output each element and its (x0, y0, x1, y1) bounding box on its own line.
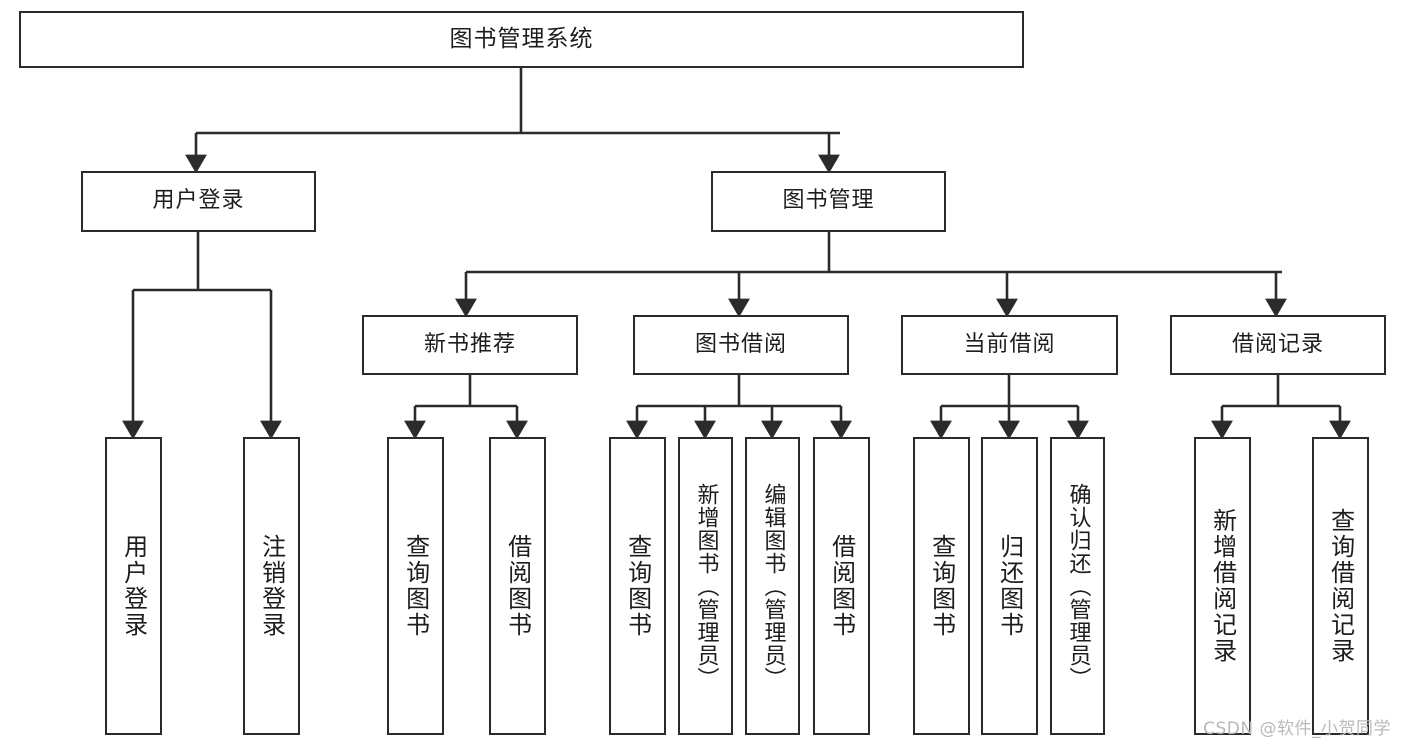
edges-root-to-level1 (185, 68, 840, 174)
edges-book-manage-to-level2 (455, 232, 1287, 318)
leaf-user-login[interactable]: 用户登录 (105, 437, 162, 735)
leaf-query-borrow-record[interactable]: 查询借阅记录 (1312, 437, 1369, 735)
csdn-watermark: CSDN @软件_小贺同学 (1203, 719, 1391, 739)
node-new-book-recommend[interactable]: 新书推荐 (362, 315, 578, 375)
edges-user-login-to-leaves (122, 232, 282, 440)
node-book-borrow[interactable]: 图书借阅 (633, 315, 849, 375)
node-book-management[interactable]: 图书管理 (711, 171, 946, 232)
edges-current-borrow-to-leaves (930, 375, 1089, 440)
node-user-login[interactable]: 用户登录 (81, 171, 316, 232)
leaf-borrow-book-recommend[interactable]: 借阅图书 (489, 437, 546, 735)
edges-borrow-record-to-leaves (1211, 375, 1351, 440)
leaf-query-book-current[interactable]: 查询图书 (913, 437, 970, 735)
leaf-add-book-admin[interactable]: 新增图书（管理员） (678, 437, 733, 735)
edges-book-borrow-to-leaves (626, 375, 852, 440)
leaf-add-borrow-record[interactable]: 新增借阅记录 (1194, 437, 1251, 735)
node-root-book-management-system[interactable]: 图书管理系统 (19, 11, 1024, 68)
node-current-borrow[interactable]: 当前借阅 (901, 315, 1118, 375)
leaf-query-book-recommend[interactable]: 查询图书 (387, 437, 444, 735)
leaf-borrow-book[interactable]: 借阅图书 (813, 437, 870, 735)
leaf-confirm-return-admin[interactable]: 确认归还（管理员） (1050, 437, 1105, 735)
leaf-edit-book-admin[interactable]: 编辑图书（管理员） (745, 437, 800, 735)
node-borrow-record[interactable]: 借阅记录 (1170, 315, 1386, 375)
leaf-query-book-borrow[interactable]: 查询图书 (609, 437, 666, 735)
leaf-return-book[interactable]: 归还图书 (981, 437, 1038, 735)
edges-new-book-recommend-to-leaves (404, 375, 528, 440)
leaf-logout-login[interactable]: 注销登录 (243, 437, 300, 735)
